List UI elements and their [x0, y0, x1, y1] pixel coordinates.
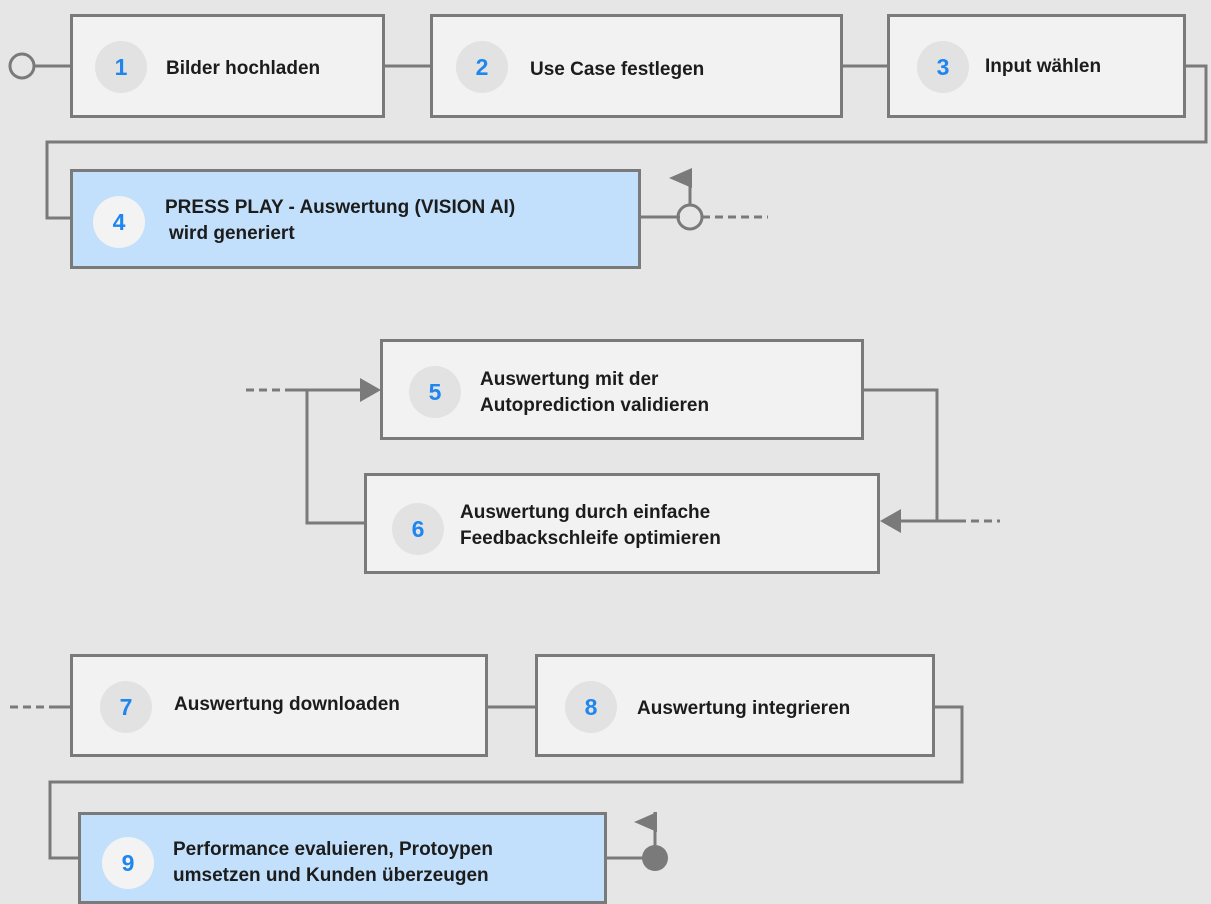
step-1-box[interactable]: 1 Bilder hochladen — [70, 14, 385, 118]
step-number: 1 — [95, 41, 147, 93]
step-number: 5 — [409, 366, 461, 418]
milestone-circle-icon — [676, 203, 704, 231]
step-label: Use Case festlegen — [530, 59, 705, 80]
step-label-line-1: PRESS PLAY - Auswertung (VISION AI) — [165, 197, 516, 218]
step-number: 2 — [456, 41, 508, 93]
step-label: Auswertung integrieren — [637, 698, 851, 719]
loop-right — [864, 388, 939, 523]
step-8-box[interactable]: 8 Auswertung integrieren — [535, 654, 935, 757]
step-9-box[interactable]: 9 Performance evaluieren, Protoypen umse… — [78, 812, 607, 904]
step-label-line-1: Auswertung mit der — [480, 369, 659, 390]
step-5-box[interactable]: 5 Auswertung mit der Autoprediction vali… — [380, 339, 864, 440]
step-number: 4 — [93, 196, 145, 248]
loop-left — [305, 390, 364, 525]
step-label: Bilder hochladen — [166, 58, 321, 79]
step-label: Input wählen — [985, 56, 1102, 77]
step-4-box[interactable]: 4 PRESS PLAY - Auswertung (VISION AI) wi… — [70, 169, 641, 269]
step-6-box[interactable]: 6 Auswertung durch einfache Feedbackschl… — [364, 473, 880, 574]
step-label-line-2: Autoprediction validieren — [480, 395, 710, 416]
step-number: 8 — [565, 681, 617, 733]
step-number: 9 — [102, 837, 154, 889]
step-number: 6 — [392, 503, 444, 555]
step-number: 3 — [917, 41, 969, 93]
step-2-box[interactable]: 2 Use Case festlegen — [430, 14, 843, 118]
step-label-line-1: Performance evaluieren, Protoypen — [173, 839, 493, 860]
step-7-box[interactable]: 7 Auswertung downloaden — [70, 654, 488, 757]
step-label-line-2: umsetzen und Kunden überzeugen — [173, 865, 489, 886]
step-number: 7 — [100, 681, 152, 733]
connector-8-9 — [48, 705, 964, 860]
step-label-line-2: wird generiert — [169, 223, 295, 244]
step-label-line-2: Feedbackschleife optimieren — [460, 528, 721, 549]
step-label: Auswertung downloaden — [174, 694, 400, 715]
step-label-line-1: Auswertung durch einfache — [460, 502, 711, 523]
milestone-flag-icon — [634, 812, 657, 832]
end-dot-icon — [642, 845, 668, 871]
arrow-left-icon — [880, 509, 901, 533]
start-circle-icon — [8, 52, 36, 80]
milestone-flag-icon — [669, 168, 692, 188]
connector-3-4 — [45, 64, 1208, 220]
step-3-box[interactable]: 3 Input wählen — [887, 14, 1186, 118]
arrow-right-icon — [360, 378, 381, 402]
